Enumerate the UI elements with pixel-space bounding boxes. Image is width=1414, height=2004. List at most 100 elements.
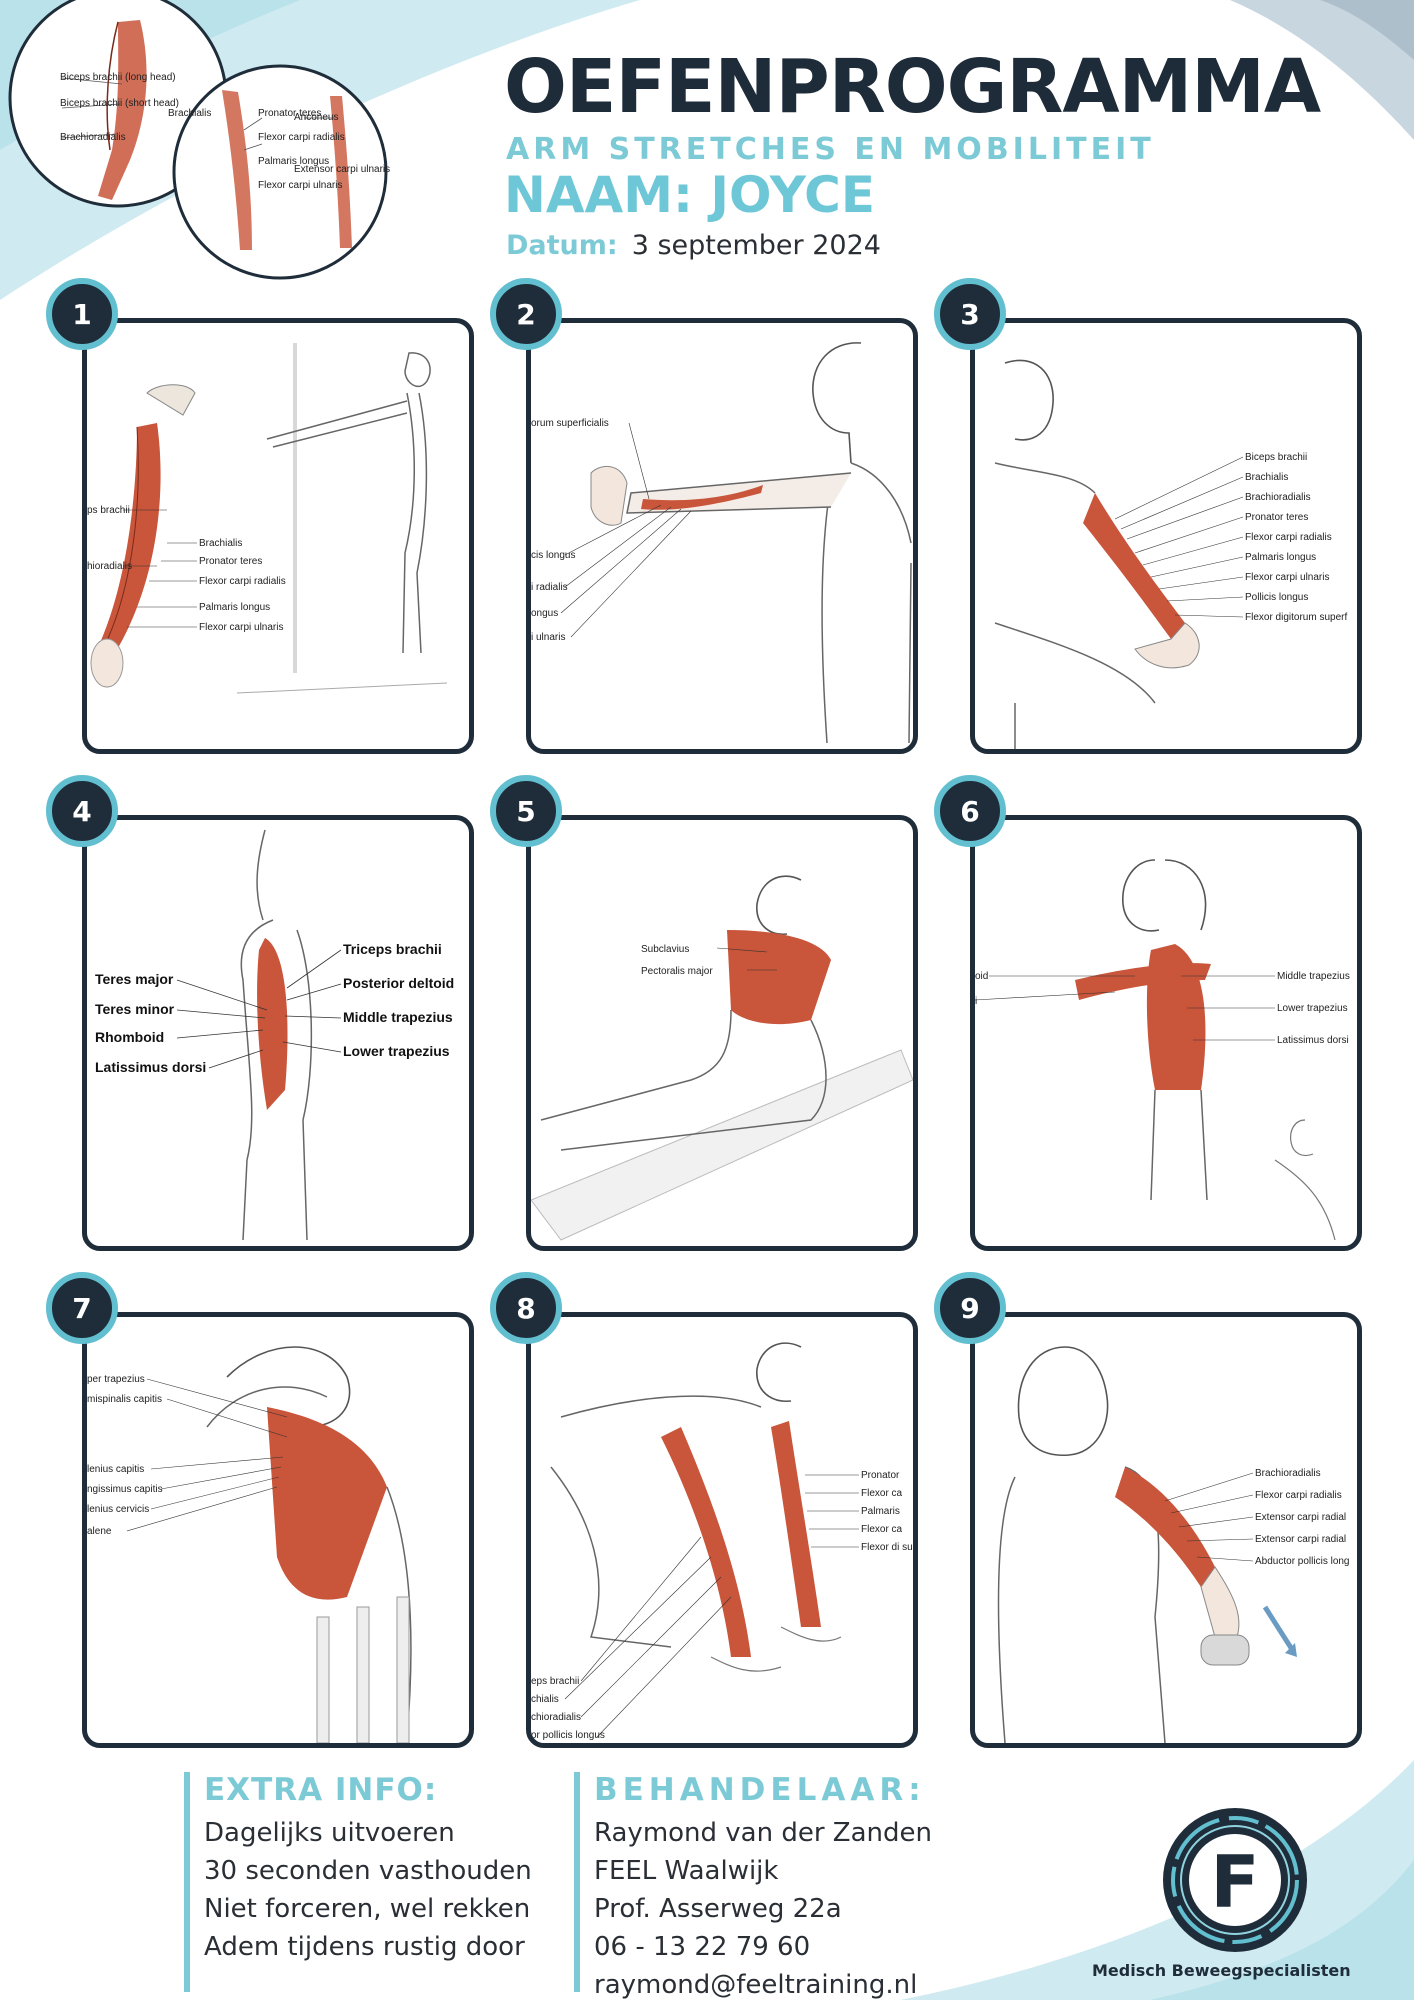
exercise-labels-6: oid i Middle trapezius Lower trapezius L… — [975, 971, 1350, 1046]
exercise-labels-4: Teres major Teres minor Rhomboid Latissi… — [95, 941, 454, 1075]
exercise-labels-8: Pronator Flexor ca Palmaris Flexor ca Fl… — [531, 1470, 913, 1741]
exercise-illustration-9 — [997, 1346, 1297, 1743]
muscle-label: Palmaris — [861, 1506, 900, 1517]
therapist-section: BEHANDELAAR: Raymond van der Zanden FEEL… — [574, 1772, 932, 2000]
exercise-illustration-7 — [126, 1346, 412, 1743]
thumb-label: Biceps brachii (long head) — [60, 72, 176, 83]
exercise-card-6: oid i Middle trapezius Lower trapezius L… — [970, 815, 1362, 1251]
thumb-label: Flexor carpi ulnaris — [258, 180, 342, 191]
thumb-label: Brachioradialis — [60, 132, 126, 143]
exercise-illustration-8 — [550, 1342, 859, 1738]
muscle-label: Lower trapezius — [1277, 1003, 1348, 1014]
patient-name: NAAM: JOYCE — [504, 166, 875, 224]
muscle-label: Abductor pollicis long — [1255, 1556, 1350, 1567]
exercise-number-badge: 7 — [46, 1272, 118, 1344]
muscle-label: Subclavius — [641, 944, 689, 955]
muscle-label: Brachioradialis — [1255, 1468, 1321, 1479]
extra-info-line: Adem tijdens rustig door — [204, 1932, 525, 1962]
date-line: Datum:3 september 2024 — [506, 230, 881, 261]
therapist-address: Prof. Asserweg 22a — [594, 1894, 842, 1924]
exercise-illustration-5 — [531, 875, 913, 1241]
muscle-label: Flexor carpi radialis — [1255, 1490, 1342, 1501]
muscle-label: oid — [975, 971, 988, 982]
muscle-label: hioradialis — [87, 561, 132, 572]
therapist-phone[interactable]: 06 - 13 22 79 60 — [594, 1932, 811, 1962]
exercise-illustration-3 — [994, 359, 1244, 749]
muscle-label: Flexor ca — [861, 1524, 903, 1535]
extra-info-heading: EXTRA INFO: — [204, 1772, 438, 1808]
page-subtitle: ARM STRETCHES EN MOBILITEIT — [506, 132, 1155, 167]
exercise-number-badge: 8 — [490, 1272, 562, 1344]
muscle-label: Flexor digitorum superf — [1245, 612, 1347, 623]
muscle-label: Pectoralis major — [641, 966, 713, 977]
thumb-label: Extensor carpi ulnaris — [294, 164, 390, 175]
muscle-label: Middle trapezius — [1277, 971, 1350, 982]
muscle-label: Pronator teres — [199, 556, 262, 567]
muscle-label: mispinalis capitis — [87, 1394, 162, 1405]
page-title: OEFENPROGRAMMA — [504, 44, 1321, 130]
exercise-labels-9: Brachioradialis Flexor carpi radialis Ex… — [1255, 1468, 1350, 1567]
exercise-number-badge: 6 — [934, 775, 1006, 847]
muscle-label: lenius capitis — [87, 1464, 144, 1475]
muscle-label: Pronator teres — [1245, 512, 1308, 523]
muscle-label: alene — [87, 1526, 112, 1537]
logo-letter: F — [1210, 1840, 1259, 1924]
exercise-number-badge: 1 — [46, 278, 118, 350]
muscle-label: Extensor carpi radial — [1255, 1512, 1346, 1523]
exercise-number-badge: 5 — [490, 775, 562, 847]
exercise-labels-7: per trapezius mispinalis capitis lenius … — [87, 1374, 163, 1537]
muscle-label: Palmaris longus — [199, 602, 270, 613]
muscle-label: per trapezius — [87, 1374, 145, 1385]
muscle-label: Brachioradialis — [1245, 492, 1311, 503]
muscle-label: Posterior deltoid — [343, 975, 454, 991]
exercise-labels-1: ps brachii hioradialis Brachialis Pronat… — [87, 505, 286, 633]
exercise-card-2: orum superficialis cis longus i radialis… — [526, 318, 918, 754]
muscle-label: Latissimus dorsi — [1277, 1035, 1349, 1046]
muscle-label: Palmaris longus — [1245, 552, 1316, 563]
muscle-label: ngissimus capitis — [87, 1484, 163, 1495]
muscle-label: ps brachii — [87, 505, 130, 516]
thumb-label: Flexor carpi radialis — [258, 132, 345, 143]
muscle-label: or pollicis longus — [531, 1730, 605, 1741]
muscle-label: chioradialis — [531, 1712, 581, 1723]
muscle-label: ongus — [531, 608, 558, 619]
muscle-label: Middle trapezius — [343, 1009, 453, 1025]
therapist-heading: BEHANDELAAR: — [594, 1772, 926, 1808]
thumb-label: Brachialis — [168, 108, 211, 119]
muscle-label: eps brachii — [531, 1676, 579, 1687]
feel-logo: F — [1163, 1808, 1307, 1952]
exercise-illustration-2 — [560, 342, 912, 744]
exercise-illustration-6 — [975, 859, 1336, 1241]
exercise-number-badge: 3 — [934, 278, 1006, 350]
exercise-card-3: Biceps brachii Brachialis Brachioradiali… — [970, 318, 1362, 754]
muscle-label: Teres major — [95, 971, 174, 987]
exercise-card-8: Pronator Flexor ca Palmaris Flexor ca Fl… — [526, 1312, 918, 1748]
muscle-label: Pronator — [861, 1470, 900, 1481]
logo-caption: Medisch Beweegspecialisten — [1092, 1961, 1351, 1980]
exercise-card-1: ps brachii hioradialis Brachialis Pronat… — [82, 318, 474, 754]
extra-info-section: EXTRA INFO: Dagelijks uitvoeren 30 secon… — [184, 1772, 532, 1992]
therapist-email[interactable]: raymond@feeltraining.nl — [594, 1970, 918, 2000]
exercise-illustration-4 — [176, 829, 342, 1241]
muscle-label: Flexor carpi radialis — [199, 576, 286, 587]
muscle-label: Flexor ca — [861, 1488, 903, 1499]
exercise-number-badge: 9 — [934, 1272, 1006, 1344]
muscle-label: Flexor di superficia — [861, 1542, 913, 1553]
muscle-label: Flexor carpi radialis — [1245, 532, 1332, 543]
exercise-card-5: Subclavius Pectoralis major — [526, 815, 918, 1251]
therapist-practice: FEEL Waalwijk — [594, 1856, 779, 1886]
exercise-illustration-1 — [90, 343, 448, 694]
muscle-label: orum superficialis — [531, 418, 609, 429]
extra-info-line: Dagelijks uitvoeren — [204, 1818, 455, 1848]
extra-info-line: 30 seconden vasthouden — [204, 1856, 532, 1886]
thumb-label: Biceps brachii (short head) — [60, 98, 179, 109]
exercise-card-7: per trapezius mispinalis capitis lenius … — [82, 1312, 474, 1748]
muscle-label: Extensor carpi radial — [1255, 1534, 1346, 1545]
exercise-labels-5: Subclavius Pectoralis major — [641, 944, 713, 977]
muscle-label: Rhomboid — [95, 1029, 164, 1045]
muscle-label: lenius cervicis — [87, 1504, 149, 1515]
muscle-label: Triceps brachii — [343, 941, 442, 957]
thumb-label: Anconeus — [294, 112, 338, 123]
muscle-label: Flexor carpi ulnaris — [1245, 572, 1329, 583]
muscle-label: cis longus — [531, 550, 575, 561]
